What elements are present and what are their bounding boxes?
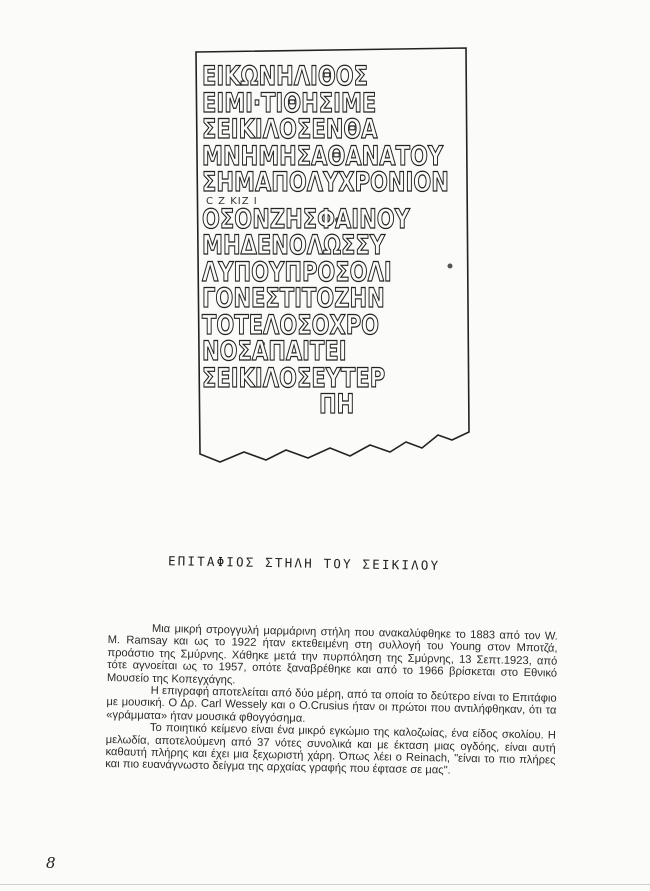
inscription-line: ΕΙΚΩΝΗΛΙΘΟΣ <box>202 61 369 92</box>
inscription-line: ΤΟΤΕΛΟΣΟΧΡΟ <box>202 309 380 341</box>
inscription-line: ΠΗ <box>319 389 355 420</box>
inscription-line: ΛΥΠΟΥΠΡΟΣΟΛΙ <box>202 256 393 288</box>
inscription-line: ΜΝΗΜΗΣΑΘΑΝΑΤΟΥ <box>202 140 444 172</box>
stele-drawing <box>190 44 472 474</box>
inscription-line: ΣΕΙΚΙΛΟΣΕΝΘΑ <box>202 114 379 145</box>
inscription-line: ΟΣΟΝΖΗΣΦΑΙΝΟΥ <box>202 203 411 235</box>
paragraph: Μια μικρή στρογγυλή μαρμάρινη στήλη που … <box>106 622 558 687</box>
page-number: 8 <box>46 854 56 872</box>
musical-notation-row: C Z KIZ I <box>206 195 258 207</box>
page-edge-divider <box>0 884 650 885</box>
figure-caption: ΕΠΙΤΑΦΙΟΣ ΣΤΗΛΗ ΤΟΥ ΣΕΙΚΙΛΟΥ <box>167 553 441 573</box>
inscription-line: ΣΗΜΑΠΟΛΥΧΡΟΝΙΟΝ <box>202 167 450 198</box>
body-text: Μια μικρή στρογγυλή μαρμάρινη στήλη που … <box>105 622 558 779</box>
paragraph: Το ποιητικό κείμενο είναι ένα μικρό εγκώ… <box>105 722 557 778</box>
inscription-line: ΣΕΙΚΙΛΟΣΕΥΤΕΡ <box>202 362 386 394</box>
inscription-line: ΕΙΜΙ·ΤΙΘΗΣΙΜΕ <box>202 87 377 119</box>
stele-outline <box>195 47 470 463</box>
inscription: ΕΙΚΩΝΗΛΙΘΟΣ ΕΙΜΙ·ΤΙΘΗΣΙΜΕ ΣΕΙΚΙΛΟΣΕΝΘΑ Μ… <box>202 61 464 420</box>
inscription-line: ΜΗΔΕΝΟΛΩΣΣΥ <box>202 230 386 261</box>
inscription-line: ΓΟΝΕΣΤΙΤΟΖΗΝ <box>202 283 386 314</box>
inscription-line: ΝΟΣΑΠΑΙΤΕΙ <box>202 336 348 367</box>
